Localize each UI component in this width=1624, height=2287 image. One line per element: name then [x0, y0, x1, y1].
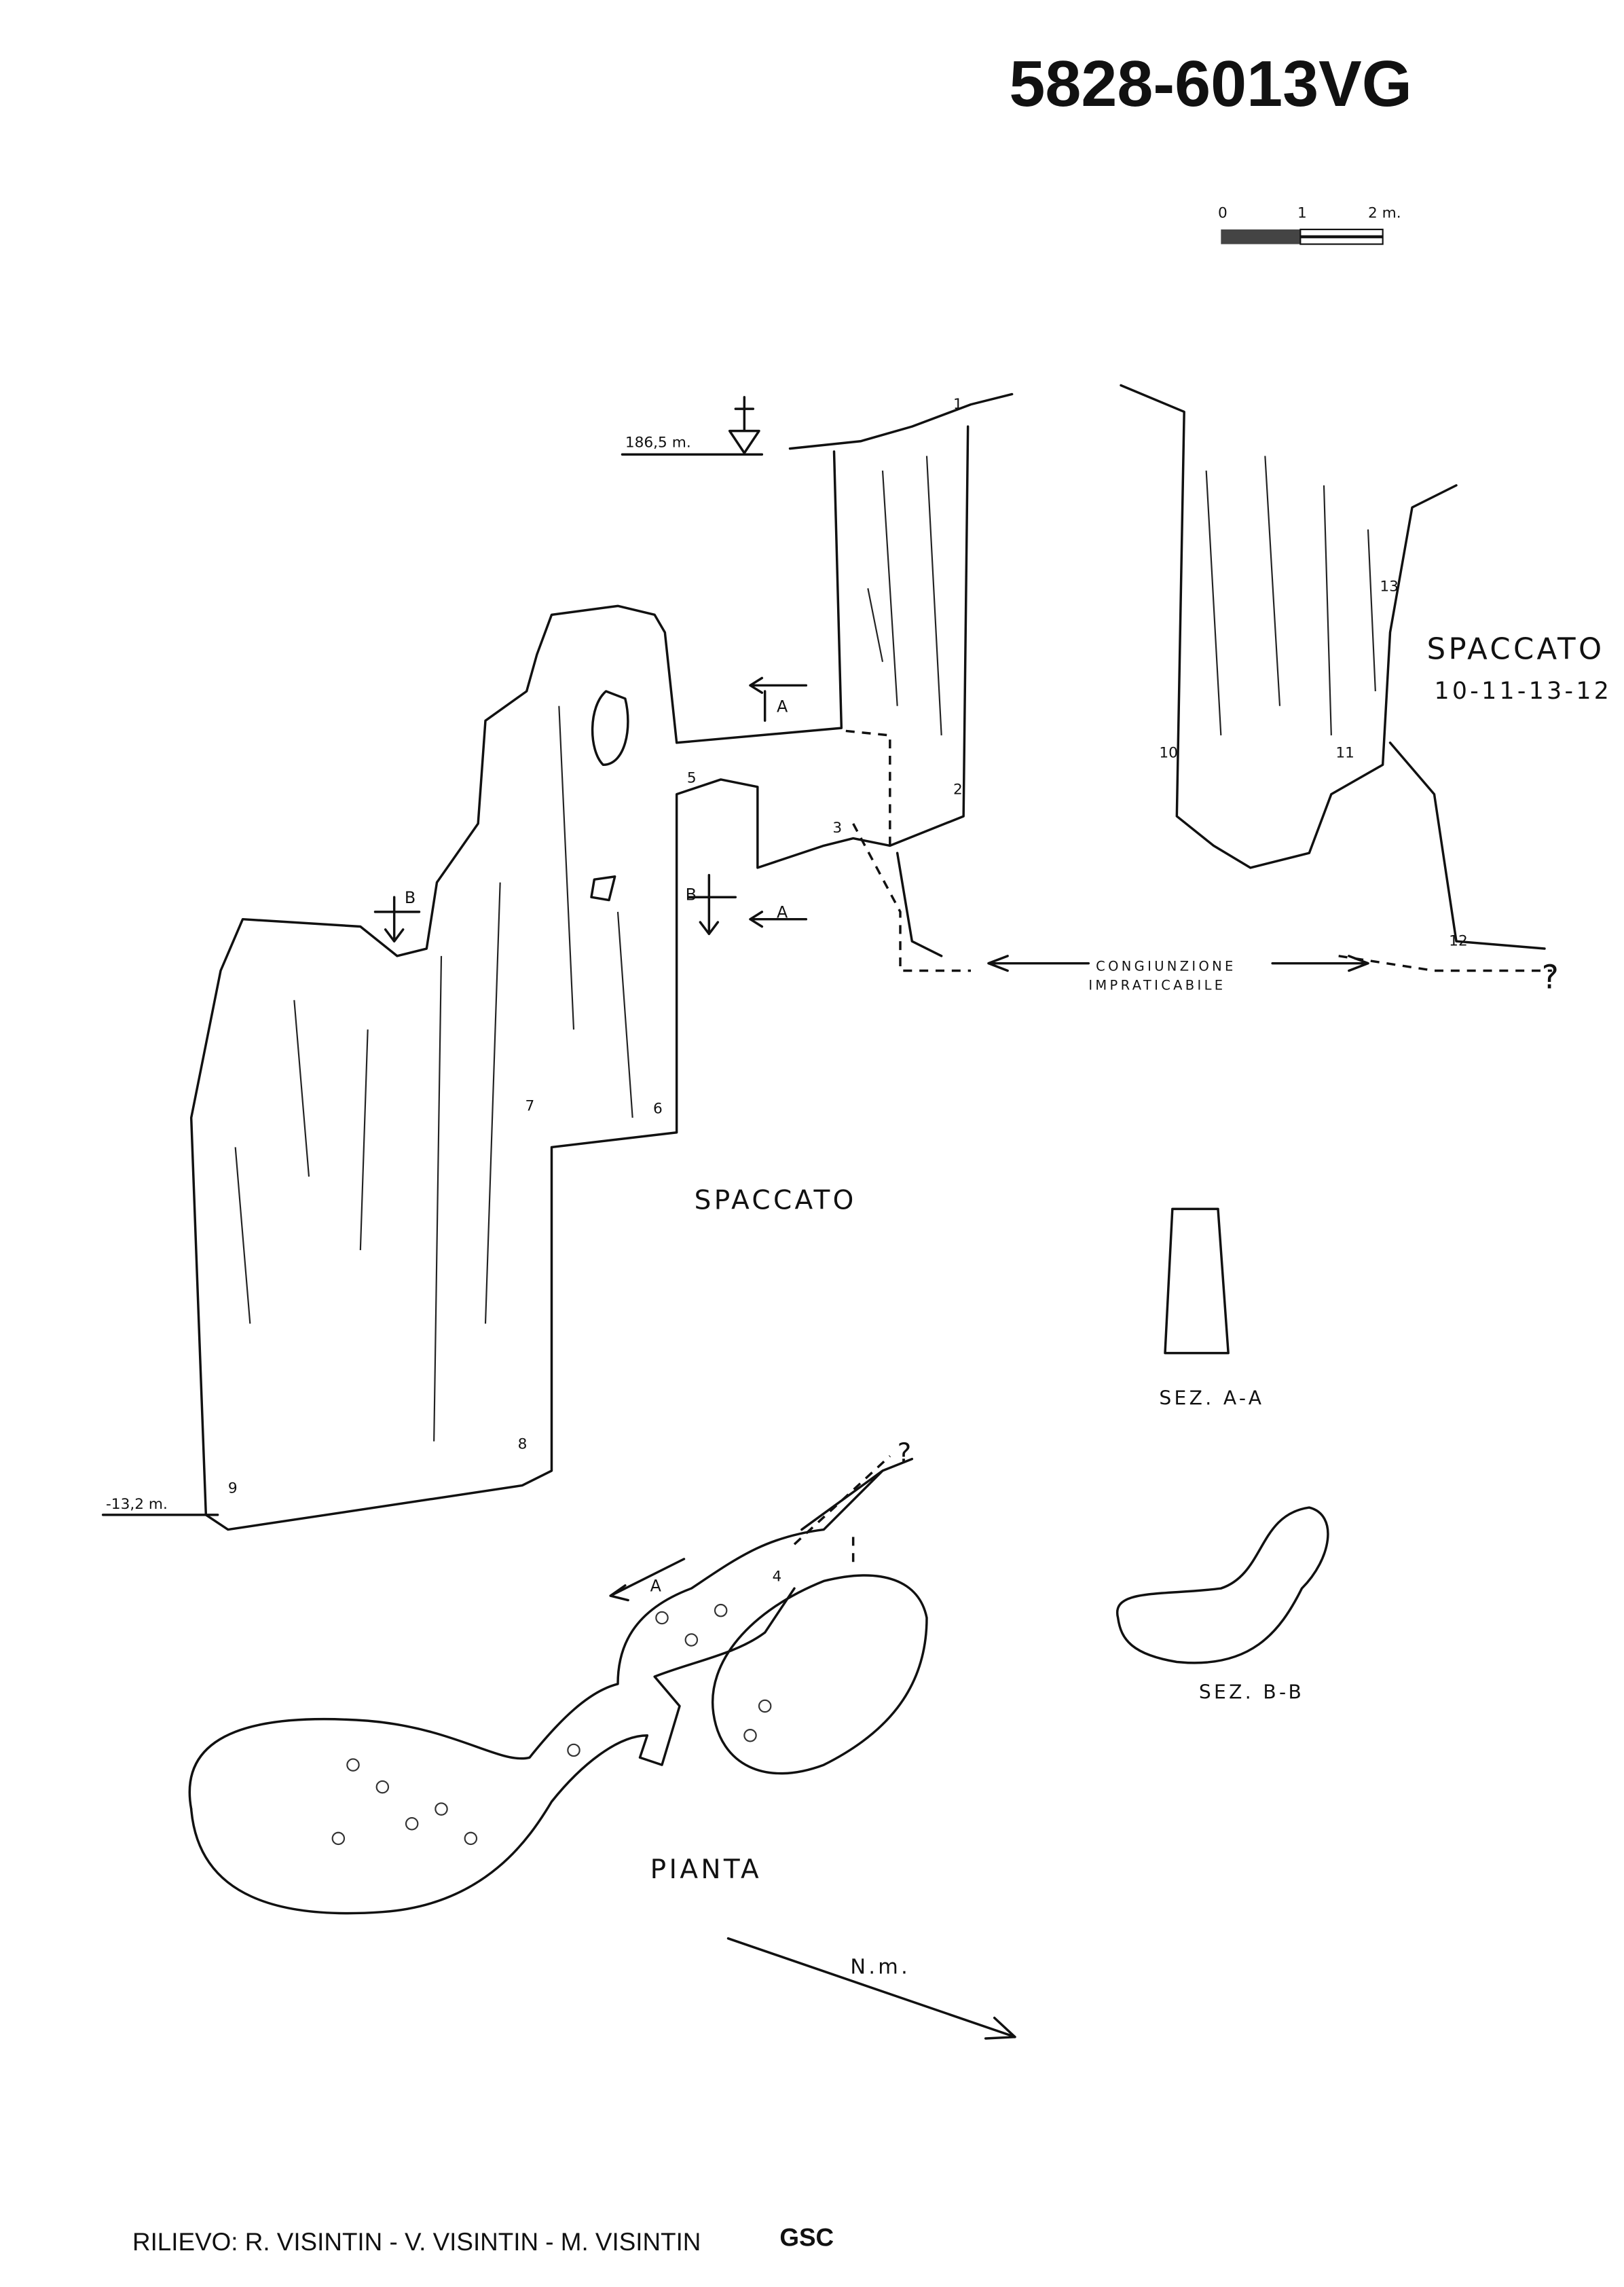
main-section-title: SPACCATO: [695, 1185, 857, 1215]
section-b-b: SEZ. B-B: [1115, 1506, 1329, 1704]
station-2: 2: [953, 782, 963, 799]
north-label: N.m.: [850, 1956, 910, 1979]
marker-a-top: A: [777, 697, 791, 716]
secondary-section-title: SPACCATO: [1427, 632, 1605, 666]
station-5: 5: [687, 769, 697, 786]
station-4: 4: [773, 1568, 782, 1585]
scale-tick-1: 1: [1297, 205, 1307, 222]
plan-marker-a: A: [650, 1577, 665, 1596]
marker-b-right: B: [686, 885, 700, 904]
scale-tick-2: 2 m.: [1368, 205, 1401, 222]
station-11: 11: [1335, 744, 1354, 761]
survey-title: 5828-6013VG: [1009, 48, 1412, 120]
station-1: 1: [953, 396, 963, 413]
station-12: 12: [1449, 933, 1468, 950]
marker-b-left: B: [405, 888, 419, 907]
station-13: 13: [1380, 579, 1399, 596]
plan-view: A ? PIANTA: [188, 1438, 928, 1915]
connection-note-line1: CONGIUNZIONE: [1096, 959, 1236, 974]
section-a-a: SEZ. A-A: [1159, 1207, 1264, 1409]
connection-question-mark: ?: [1542, 959, 1562, 997]
secondary-section-stations: 10-11-13-12: [1435, 678, 1612, 705]
secondary-section-profile: SPACCATO 10-11-13-12: [1120, 384, 1612, 972]
scale-tick-0: 0: [1218, 205, 1228, 222]
survey-stations: 1 2 3 4 5 6 7 8 9 10 11 12 13: [228, 396, 1468, 1585]
credits-text: RILIEVO: R. VISINTIN - V. VISINTIN - M. …: [132, 2228, 701, 2256]
plan-title: PIANTA: [650, 1854, 762, 1885]
station-8: 8: [518, 1435, 528, 1452]
scale-bar: 0 1 2 m.: [1218, 205, 1401, 245]
north-arrow: N.m.: [726, 1937, 1016, 2040]
main-section-profile: [189, 392, 1014, 1531]
station-3: 3: [832, 820, 842, 837]
connection-note-line2: IMPRATICABILE: [1088, 978, 1225, 993]
section-a-a-label: SEZ. A-A: [1159, 1387, 1264, 1409]
credits-group: GSC: [779, 2223, 834, 2251]
section-markers: A A B B: [373, 676, 808, 943]
marker-a-bottom: A: [777, 903, 791, 922]
connection-note: CONGIUNZIONE IMPRATICABILE ?: [987, 955, 1562, 997]
station-7: 7: [525, 1097, 534, 1114]
station-9: 9: [228, 1480, 238, 1497]
depth-label: -13,2 m.: [106, 1496, 168, 1513]
station-10: 10: [1159, 744, 1178, 761]
elevation-marker: 186,5 m.: [621, 396, 764, 456]
survey-credits: RILIEVO: R. VISINTIN - V. VISINTIN - M. …: [132, 2223, 834, 2255]
depth-marker: -13,2 m.: [101, 1496, 219, 1516]
section-b-b-label: SEZ. B-B: [1199, 1681, 1304, 1704]
station-6: 6: [653, 1101, 663, 1118]
elevation-label: 186,5 m.: [625, 434, 691, 451]
plan-question-mark: ?: [898, 1438, 915, 1469]
